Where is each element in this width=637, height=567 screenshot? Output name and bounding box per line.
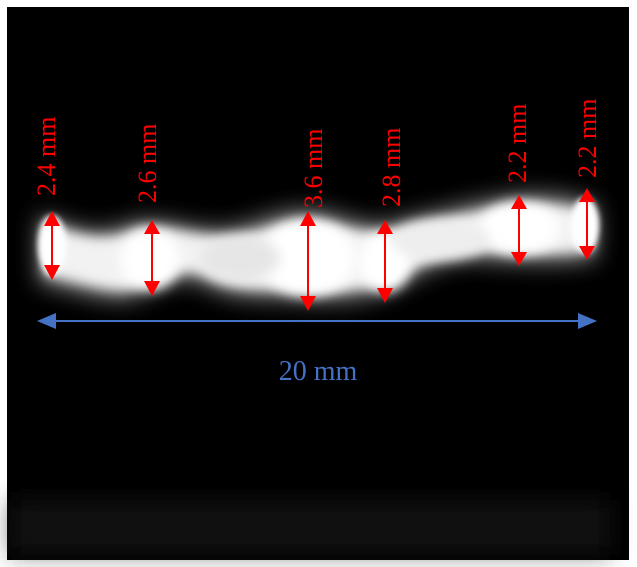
width-marker-3: 3.6 mm	[299, 129, 328, 311]
width-label-1: 2.4 mm	[32, 117, 61, 196]
length-label: 20 mm	[279, 356, 358, 387]
width-marker-4: 2.8 mm	[377, 128, 406, 303]
width-marker-5: 2.2 mm	[503, 104, 532, 266]
width-label-4: 2.8 mm	[377, 128, 406, 207]
width-marker-2: 2.6 mm	[133, 124, 162, 296]
width-marker-1: 2.4 mm	[32, 117, 61, 280]
width-marker-6: 2.2 mm	[573, 99, 602, 260]
width-label-2: 2.6 mm	[133, 124, 162, 203]
width-label-6: 2.2 mm	[573, 99, 602, 178]
beam-glow	[10, 195, 610, 555]
width-label-3: 3.6 mm	[299, 129, 328, 208]
length-marker: 20 mm	[37, 313, 597, 387]
width-label-5: 2.2 mm	[503, 104, 532, 183]
